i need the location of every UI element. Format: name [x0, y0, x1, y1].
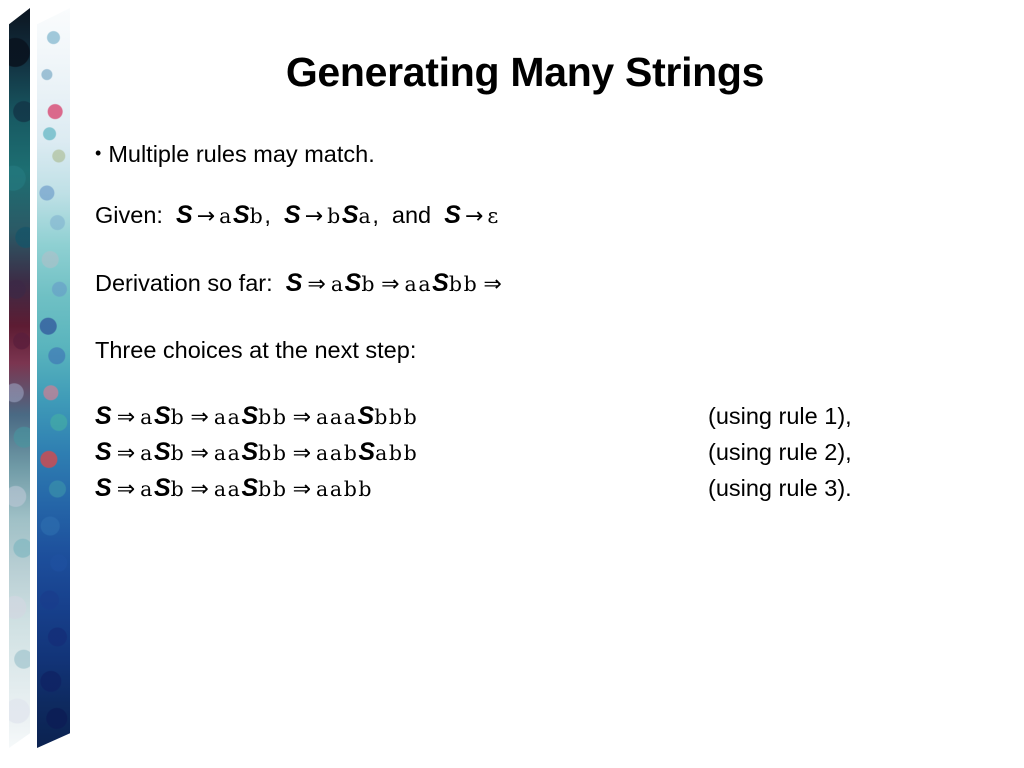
d2-step0-nonterminal: S [95, 438, 112, 466]
d1-step1-pre: a [140, 405, 154, 429]
d1-step2-nonterminal: S [241, 402, 259, 430]
d2-step3-pre: aab [316, 441, 359, 465]
choices-heading: Three choices at the next step: [95, 336, 417, 363]
dsf-step2-post: bb [448, 271, 479, 296]
rule1-arrow-icon: → [196, 203, 216, 229]
d2-step3-nonterminal: S [358, 438, 376, 466]
d2-step1-pre: a [140, 441, 154, 465]
d2-step2-nonterminal: S [241, 438, 259, 466]
d3-arrow-1-icon: ⇒ [116, 477, 136, 502]
d3-step1-nonterminal: S [153, 474, 171, 502]
rule3-arrow-icon: → [464, 203, 484, 229]
rule1-rhs-post: b [249, 203, 265, 228]
rule1-separator: , [264, 201, 271, 228]
d1-step2-pre: aa [213, 405, 242, 429]
d1-arrow-2-icon: ⇒ [190, 405, 209, 430]
slide-body: •Multiple rules may match. Given: S→aSb,… [95, 141, 985, 511]
derivation-row: S⇒aSb⇒aaSbb⇒aabSabb (using rule 2), [95, 439, 985, 466]
spacer-3 [95, 362, 985, 403]
d2-arrow-1-icon: ⇒ [116, 441, 136, 466]
d2-step3-post: abb [375, 441, 419, 465]
rule2-rhs-post: a [358, 203, 373, 228]
d3-step3-pre: aabb [316, 477, 374, 501]
rule2-separator: , [372, 201, 379, 228]
dsf-step1-pre: a [330, 271, 345, 296]
slide-title: Generating Many Strings [285, 49, 765, 95]
d1-step1-nonterminal: S [153, 402, 171, 430]
d1-step2-post: bb [258, 405, 288, 429]
derivation-2-expression: S⇒aSb⇒aaSbb⇒aabSabb [95, 440, 708, 465]
d1-step3-post: bbb [374, 405, 419, 429]
dsf-step0-nonterminal: S [285, 268, 303, 297]
spacer-1 [95, 228, 985, 271]
rule2-rhs-pre: b [327, 203, 342, 228]
d1-step1-post: b [170, 405, 186, 429]
derivation-1-expression: S⇒aSb⇒aaSbb⇒aaaSbbb [95, 404, 708, 429]
d3-step2-post: bb [258, 477, 288, 501]
d2-arrow-3-icon: ⇒ [292, 441, 312, 466]
given-label: Given: [95, 201, 163, 228]
dsf-step2-nonterminal: S [432, 268, 449, 297]
bullet-item-multiple-rules: • Multiple rules may match. [95, 141, 985, 167]
rule1-lhs: S [175, 200, 193, 229]
derivation-3-expression: S⇒aSb⇒aaSbb⇒aabb [95, 476, 708, 501]
d2-step1-post: b [170, 441, 186, 465]
derivation-so-far-label: Derivation so far: [95, 269, 273, 296]
derivation-3-note: (using rule 3). [708, 475, 852, 501]
d1-arrow-1-icon: ⇒ [116, 405, 136, 430]
dsf-step2-pre: aa [404, 271, 433, 296]
decorative-texture-floral [37, 8, 70, 748]
derivation-1-note: (using rule 1), [708, 403, 852, 429]
derivation-row: S⇒aSb⇒aaSbb⇒aaaSbbb (using rule 1), [95, 403, 985, 430]
dsf-arrow-1-icon: ⇒ [307, 271, 326, 297]
rule3-conjunction: and [391, 201, 432, 228]
rule3-lhs: S [444, 200, 461, 229]
bullet-marker-icon: • [95, 143, 102, 163]
rule2-arrow-icon: → [304, 203, 324, 229]
dsf-step1-nonterminal: S [344, 268, 362, 297]
d2-step1-nonterminal: S [153, 438, 171, 466]
d1-step0-nonterminal: S [95, 402, 112, 430]
rule3-rhs-epsilon: ε [487, 203, 499, 228]
derivation-row: S⇒aSb⇒aaSbb⇒aabb (using rule 3). [95, 475, 985, 502]
d2-step2-post: bb [258, 441, 288, 465]
decorative-strip-dark [9, 8, 30, 748]
d1-arrow-3-icon: ⇒ [292, 405, 312, 430]
rule2-lhs: S [283, 200, 301, 229]
decorative-strip-floral [37, 8, 70, 748]
d2-step2-pre: aa [213, 441, 242, 465]
d3-step1-pre: a [140, 477, 154, 501]
d3-step1-post: b [170, 477, 186, 501]
derivation-so-far-line: Derivation so far: S⇒aSb⇒aaSbb⇒ [95, 268, 985, 297]
d3-arrow-2-icon: ⇒ [190, 477, 209, 502]
d2-arrow-2-icon: ⇒ [190, 441, 209, 466]
given-line: Given: S→aSb, S→bSa, and S→ε [95, 200, 985, 229]
d1-step3-pre: aaa [316, 405, 358, 429]
d3-step0-nonterminal: S [95, 474, 112, 502]
d3-step2-pre: aa [213, 477, 242, 501]
rule2-rhs-nonterminal: S [341, 200, 359, 229]
derivation-2-note: (using rule 2), [708, 439, 852, 465]
rule1-rhs-pre: a [219, 203, 233, 228]
decorative-texture-dark [9, 8, 30, 748]
d3-step2-nonterminal: S [241, 474, 259, 502]
rule1-rhs-nonterminal: S [232, 200, 250, 229]
decorative-border [0, 0, 90, 768]
spacer-2 [95, 296, 985, 339]
d1-step3-nonterminal: S [357, 402, 375, 430]
dsf-step1-post: b [361, 271, 377, 296]
bullet-text: Multiple rules may match. [108, 141, 375, 167]
dsf-arrow-3-icon: ⇒ [483, 271, 502, 297]
dsf-arrow-2-icon: ⇒ [381, 271, 400, 297]
d3-arrow-3-icon: ⇒ [292, 477, 312, 502]
